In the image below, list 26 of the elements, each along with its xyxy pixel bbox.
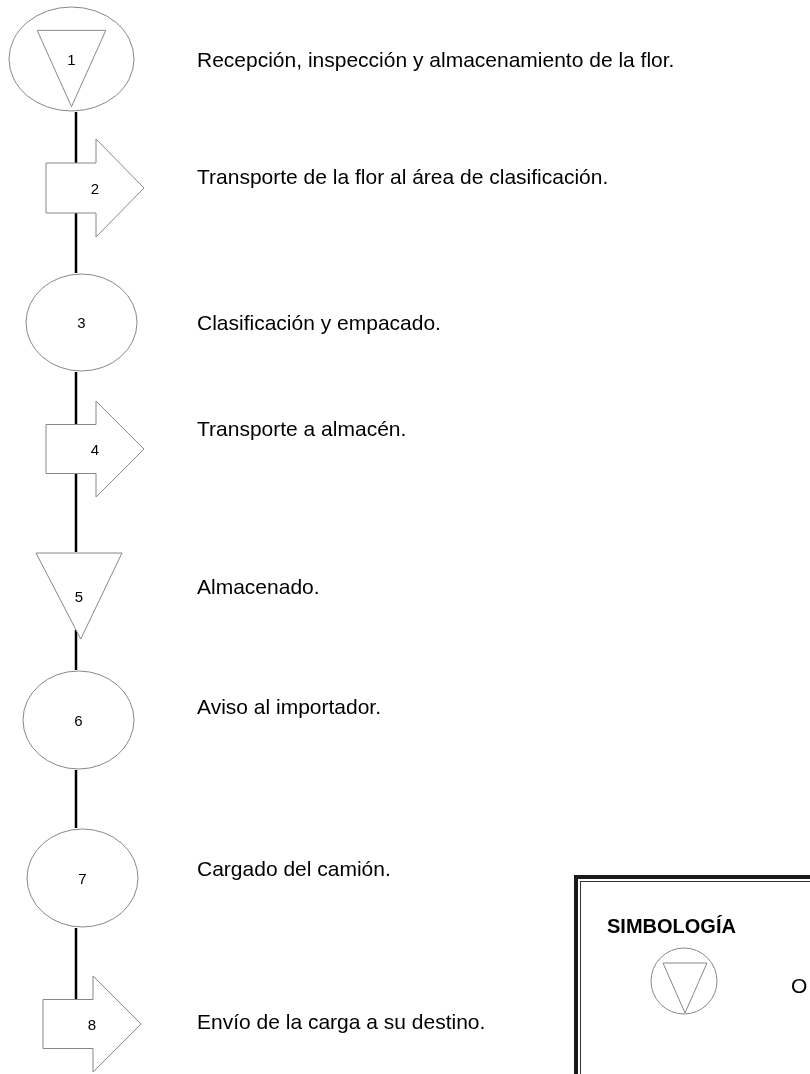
step-number: 2 bbox=[90, 179, 100, 197]
step-description: Almacenado. bbox=[197, 576, 320, 597]
connector-line bbox=[74, 213, 78, 273]
legend-text: O bbox=[791, 974, 808, 998]
step-number: 5 bbox=[74, 587, 84, 605]
step-number: 4 bbox=[90, 440, 100, 458]
connector-line bbox=[74, 630, 78, 670]
step-number: 6 bbox=[74, 711, 83, 729]
step-description: Transporte de la flor al área de clasificación. bbox=[197, 166, 609, 187]
step-description: Transporte a almacén. bbox=[197, 418, 407, 439]
step-number: 8 bbox=[87, 1015, 97, 1033]
connector-line bbox=[74, 372, 78, 425]
step-description: Aviso al importador. bbox=[197, 696, 382, 717]
connector-line bbox=[74, 112, 78, 163]
step-description: Cargado del camión. bbox=[197, 858, 391, 879]
step-number: 7 bbox=[78, 869, 87, 887]
legend-panel bbox=[574, 875, 810, 1074]
step-number: 1 bbox=[67, 50, 76, 68]
step-description: Recepción, inspección y almacenamiento de la flor. bbox=[197, 49, 675, 70]
step-description: Clasificación y empacado. bbox=[197, 312, 441, 333]
connector-line bbox=[74, 473, 78, 552]
legend-title: SIMBOLOGÍA bbox=[607, 915, 736, 938]
connector-line bbox=[74, 770, 78, 828]
step-description: Envío de la carga a su destino. bbox=[197, 1011, 486, 1032]
step-number: 3 bbox=[77, 314, 86, 331]
connector-line bbox=[74, 928, 78, 1000]
